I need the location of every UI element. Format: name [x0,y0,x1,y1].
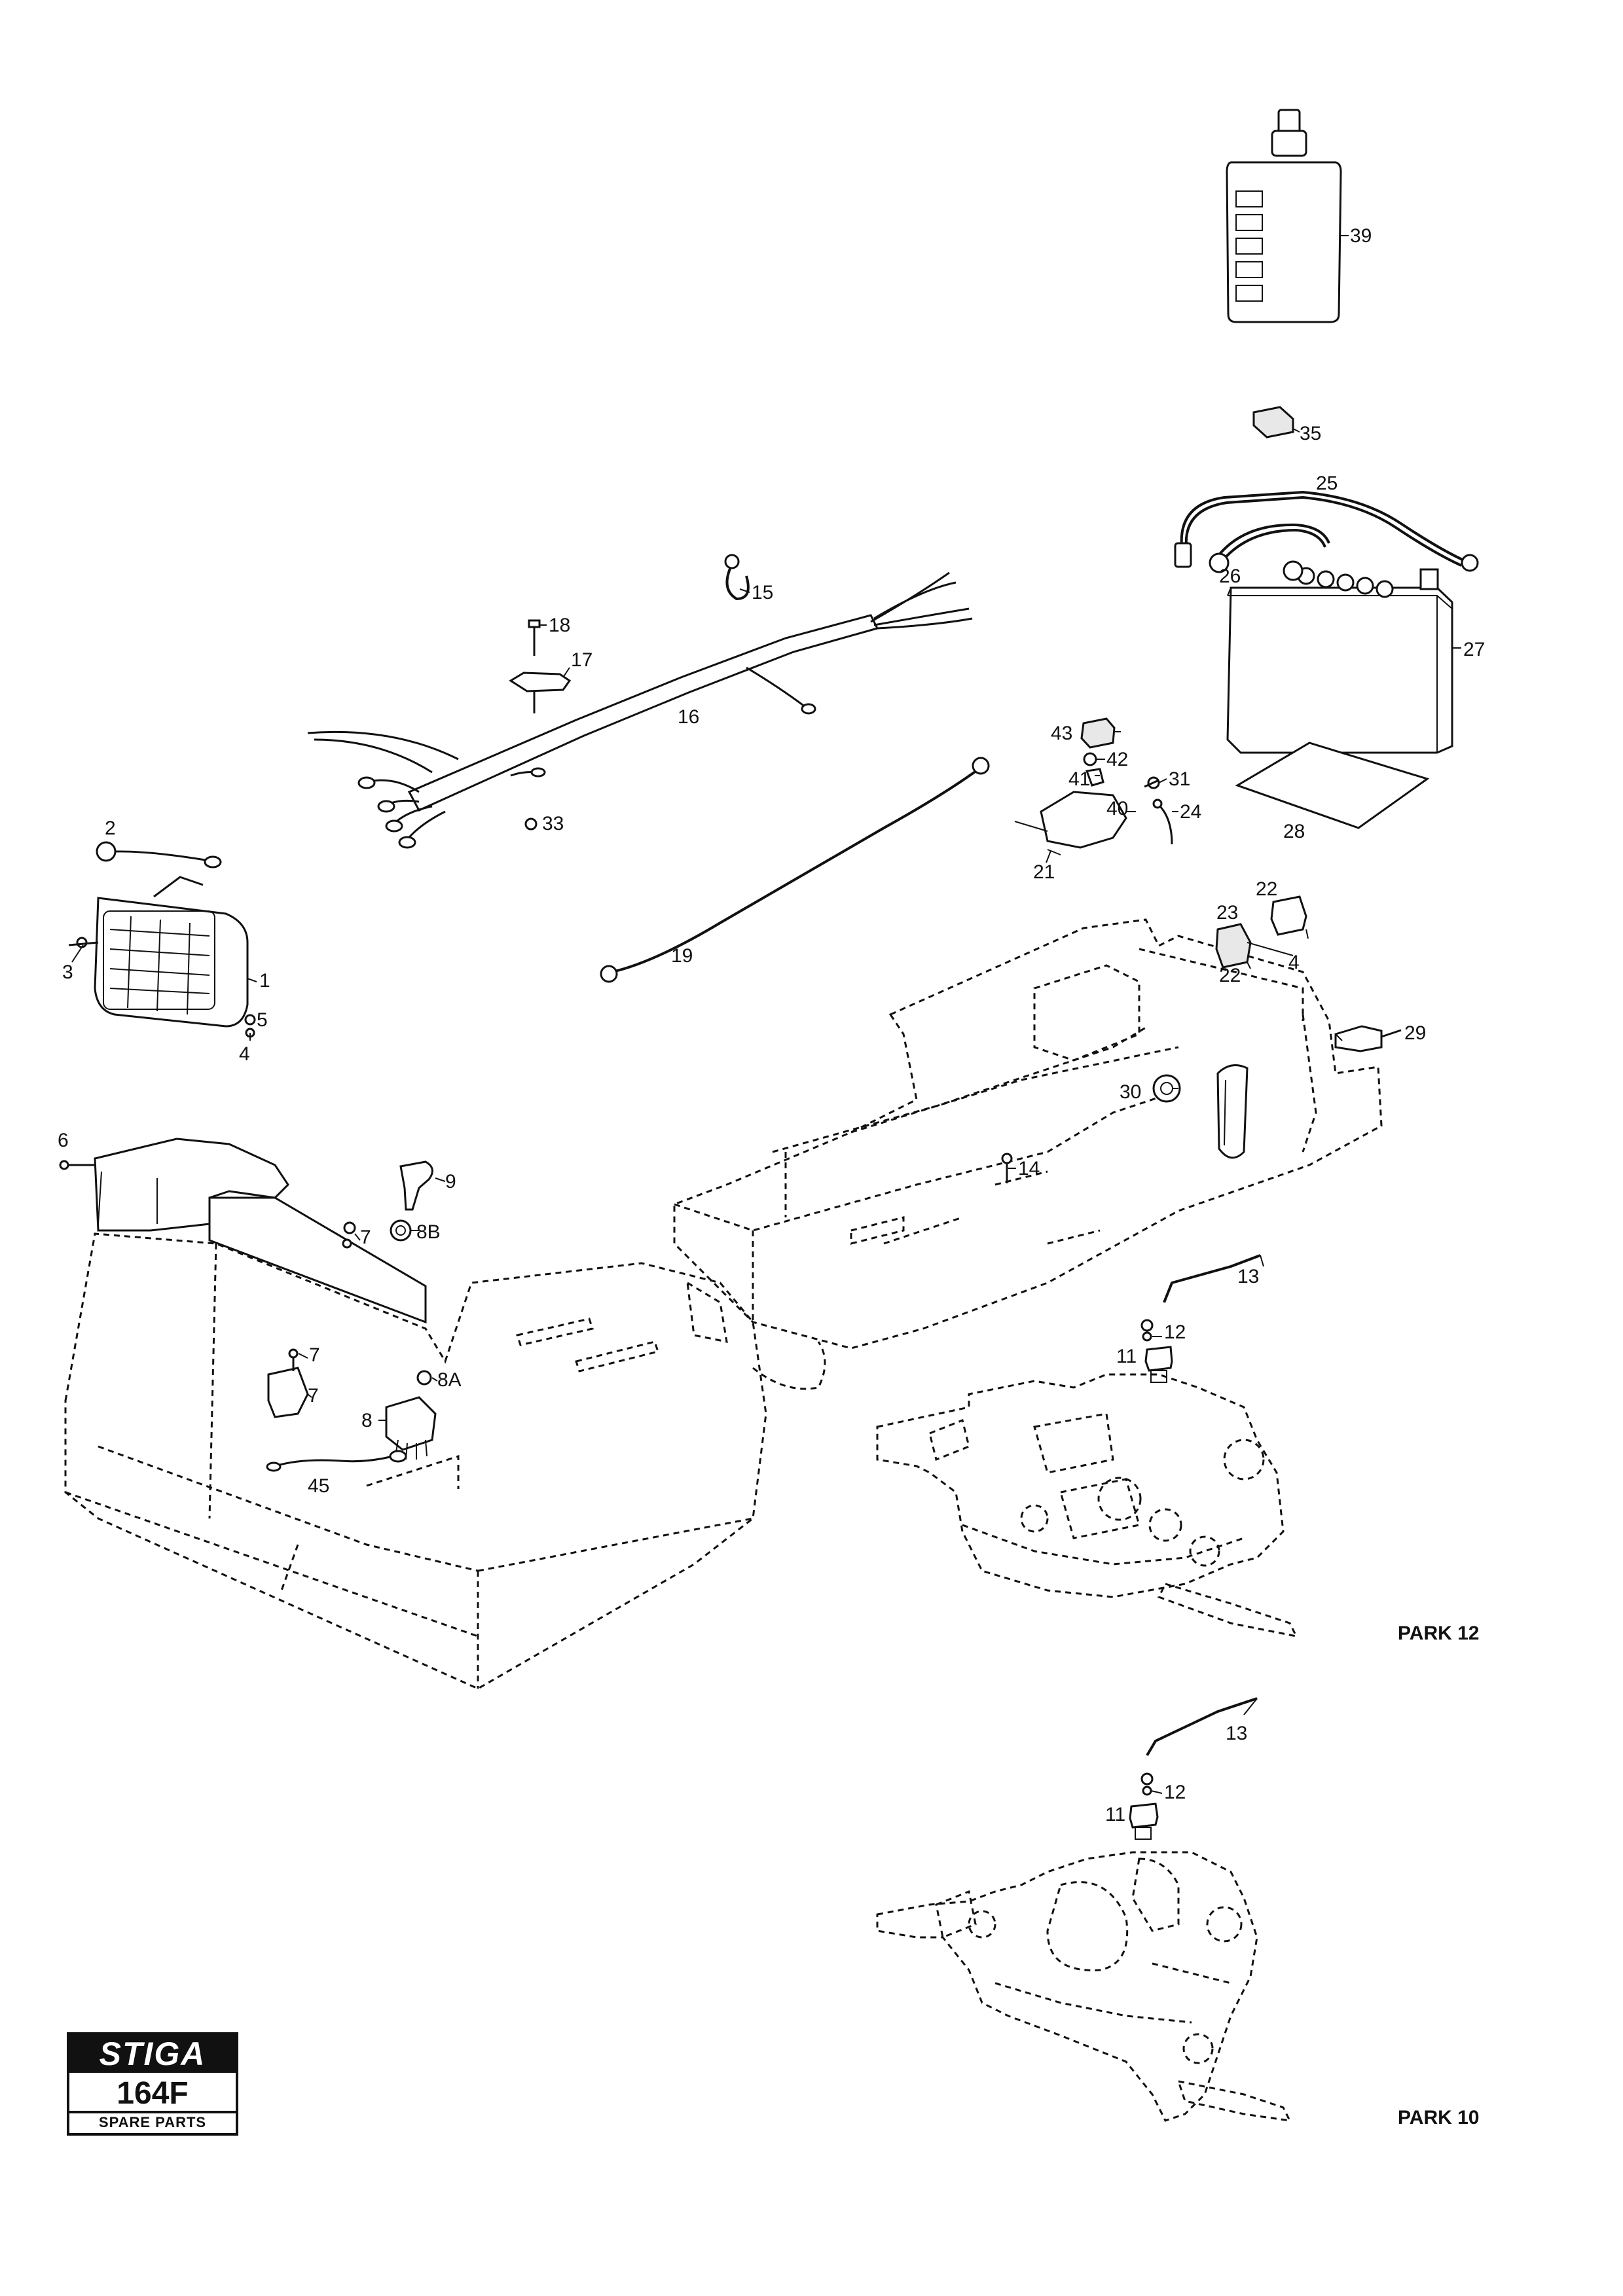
part-ignition-switch [385,1396,437,1460]
part-nuts-and-screws [288,1219,432,1386]
part-terminal-cap [1252,406,1294,439]
label-31: 31 [1169,768,1190,790]
label-16: 16 [678,706,699,728]
part-washer [1152,1074,1181,1103]
label-6: 6 [58,1130,69,1151]
part-labels: 39 35 25 26 27 28 15 18 17 16 33 19 43 4… [58,225,1485,2128]
label-12-upper: 12 [1164,1321,1186,1343]
part-connector-29 [1334,1025,1402,1052]
label-21: 21 [1033,861,1055,883]
label-24: 24 [1180,801,1201,823]
label-35: 35 [1300,423,1321,444]
label-7-mid: 7 [309,1344,320,1366]
label-4-right: 4 [1288,952,1300,973]
label-9: 9 [445,1171,456,1193]
label-22-top: 22 [1256,878,1277,900]
label-26: 26 [1219,565,1241,587]
transaxle-park10 [876,1851,1292,2122]
label-19: 19 [671,945,693,967]
logo-spare-parts: SPARE PARTS [69,2111,236,2133]
part-bottle [1226,109,1342,323]
label-8: 8 [361,1410,373,1431]
label-13-lower: 13 [1226,1723,1247,1744]
label-4-left: 4 [239,1043,250,1065]
label-42: 42 [1106,749,1128,770]
part-screw-14 [1001,1153,1013,1183]
part-wiring-harness [307,571,973,849]
label-45: 45 [308,1475,329,1497]
part-battery-cables [1174,490,1479,573]
label-8A: 8A [437,1369,462,1391]
label-29: 29 [1404,1022,1426,1044]
part-switch-housing [1215,895,1307,969]
label-7-top: 7 [360,1227,371,1248]
label-30: 30 [1120,1081,1141,1103]
label-15: 15 [752,582,773,603]
part-sensor-upper [1140,1254,1261,1383]
label-43: 43 [1051,723,1072,744]
label-28: 28 [1283,821,1305,842]
label-33: 33 [542,813,564,834]
mower-deck-outline [64,1232,826,1690]
label-11-upper: 11 [1116,1346,1137,1367]
part-lever [1216,1064,1249,1159]
label-12-lower: 12 [1164,1782,1186,1803]
label-40: 40 [1106,798,1128,819]
part-nut [524,817,538,831]
label-17: 17 [571,649,593,671]
label-25: 25 [1316,473,1338,494]
part-bulb-wire [96,841,222,869]
logo-brand: STIGA [69,2035,236,2073]
label-41: 41 [1068,768,1090,790]
label-23: 23 [1216,902,1238,924]
part-long-cable [600,757,990,983]
logo-model: 164F [117,2076,189,2111]
stiga-logo: STIGA 164F SPARE PARTS [67,2032,238,2136]
part-ignition-key [399,1160,433,1211]
part-headlight [68,876,256,1038]
label-14: 14 [1018,1158,1040,1179]
part-solenoid [1014,717,1127,855]
label-11-lower: 11 [1105,1804,1125,1825]
label-park-12: PARK 12 [1398,1623,1479,1644]
transaxle-park12 [876,1373,1298,1638]
part-screw-and-clamp [509,619,572,713]
part-sensor-lower [1129,1697,1258,1840]
label-39: 39 [1350,225,1372,247]
part-bolt-and-wire [1144,776,1173,845]
label-18: 18 [549,615,570,636]
label-22-bottom: 22 [1219,965,1241,986]
part-cable-clip [724,554,750,601]
label-park-10: PARK 10 [1398,2107,1479,2128]
chassis-frame-outline [673,918,1383,1350]
part-dashboard-panel [59,1138,427,1324]
label-3: 3 [62,961,73,983]
part-switch [267,1358,309,1418]
leader-lines [71,235,1461,1794]
label-27: 27 [1463,639,1485,660]
label-5: 5 [257,1009,268,1031]
part-battery-mat [1235,742,1430,829]
part-wire-45 [266,1450,407,1472]
label-7-low: 7 [308,1385,319,1407]
label-13-upper: 13 [1237,1266,1259,1287]
label-2: 2 [105,817,116,839]
part-battery [1226,560,1453,754]
label-8B: 8B [416,1221,441,1243]
label-1: 1 [259,970,270,992]
